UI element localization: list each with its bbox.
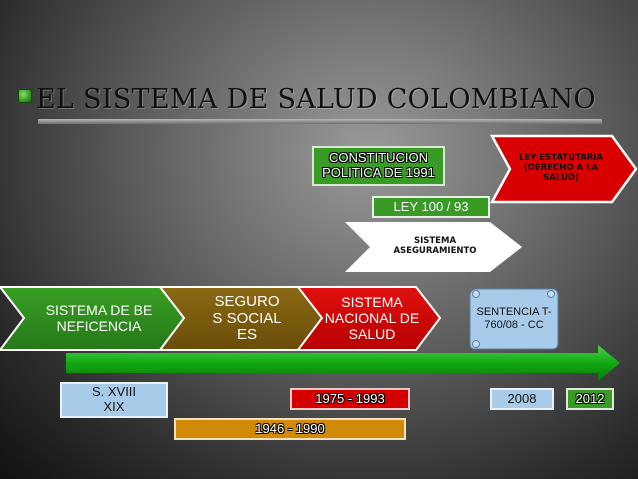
timeline-2012: 2012 [566,388,614,410]
timeline-s-xviii-label: S. XVIII XIX [91,384,137,414]
sistema-aseguramiento-label: SISTEMA ASEGURAMIENTO [393,236,477,256]
chevron-beneficencia: SISTEMA DE BENEFICENCIA [44,289,154,349]
ley-100-label: LEY 100 / 93 [393,198,469,214]
timeline-2008: 2008 [490,388,554,410]
chevron-sistema-nacional-label: SISTEMA NACIONAL DE SALUD [324,294,420,342]
ley-100-box: LEY 100 / 93 [372,196,490,218]
timeline-1946-1990: 1946 - 1990 [174,418,406,440]
chevron-sistema-nacional: SISTEMA NACIONAL DE SALUD [322,289,422,349]
timeline-1975-1993-label: 1975 - 1993 [315,390,385,406]
chevron-beneficencia-label: SISTEMA DE BENEFICENCIA [45,302,153,334]
timeline-s-xviii: S. XVIII XIX [60,382,168,418]
timeline-2012-label: 2012 [575,390,605,406]
chevron-seguros-sociales: SEGUROS SOCIALES [212,278,282,360]
sistema-aseguramiento-box: SISTEMA ASEGURAMIENTO [380,230,490,264]
bullet-icon [18,89,32,103]
timeline-1975-1993: 1975 - 1993 [290,388,410,410]
chevron-seguros-sociales-label: SEGUROS SOCIALES [212,292,282,344]
title-underline [38,119,602,124]
timeline-1946-1990-label: 1946 - 1990 [255,420,325,436]
sentencia-note: SENTENCIA T-760/08 - CC [474,292,554,346]
slide-title: EL SISTEMA DE SALUD COLOMBIANO [36,84,596,115]
ley-estatutaria-label: LEY ESTATUTARIA (DERECHO A LA SALUD) [518,153,604,183]
constitucion-box: CONSTITUCION POLITICA DE 1991 [312,146,445,186]
sentencia-label: SENTENCIA T-760/08 - CC [476,306,552,331]
constitucion-label: CONSTITUCION POLITICA DE 1991 [322,150,435,180]
ley-estatutaria-box: LEY ESTATUTARIA (DERECHO A LA SALUD) [506,144,616,194]
timeline-2008-label: 2008 [507,390,537,406]
